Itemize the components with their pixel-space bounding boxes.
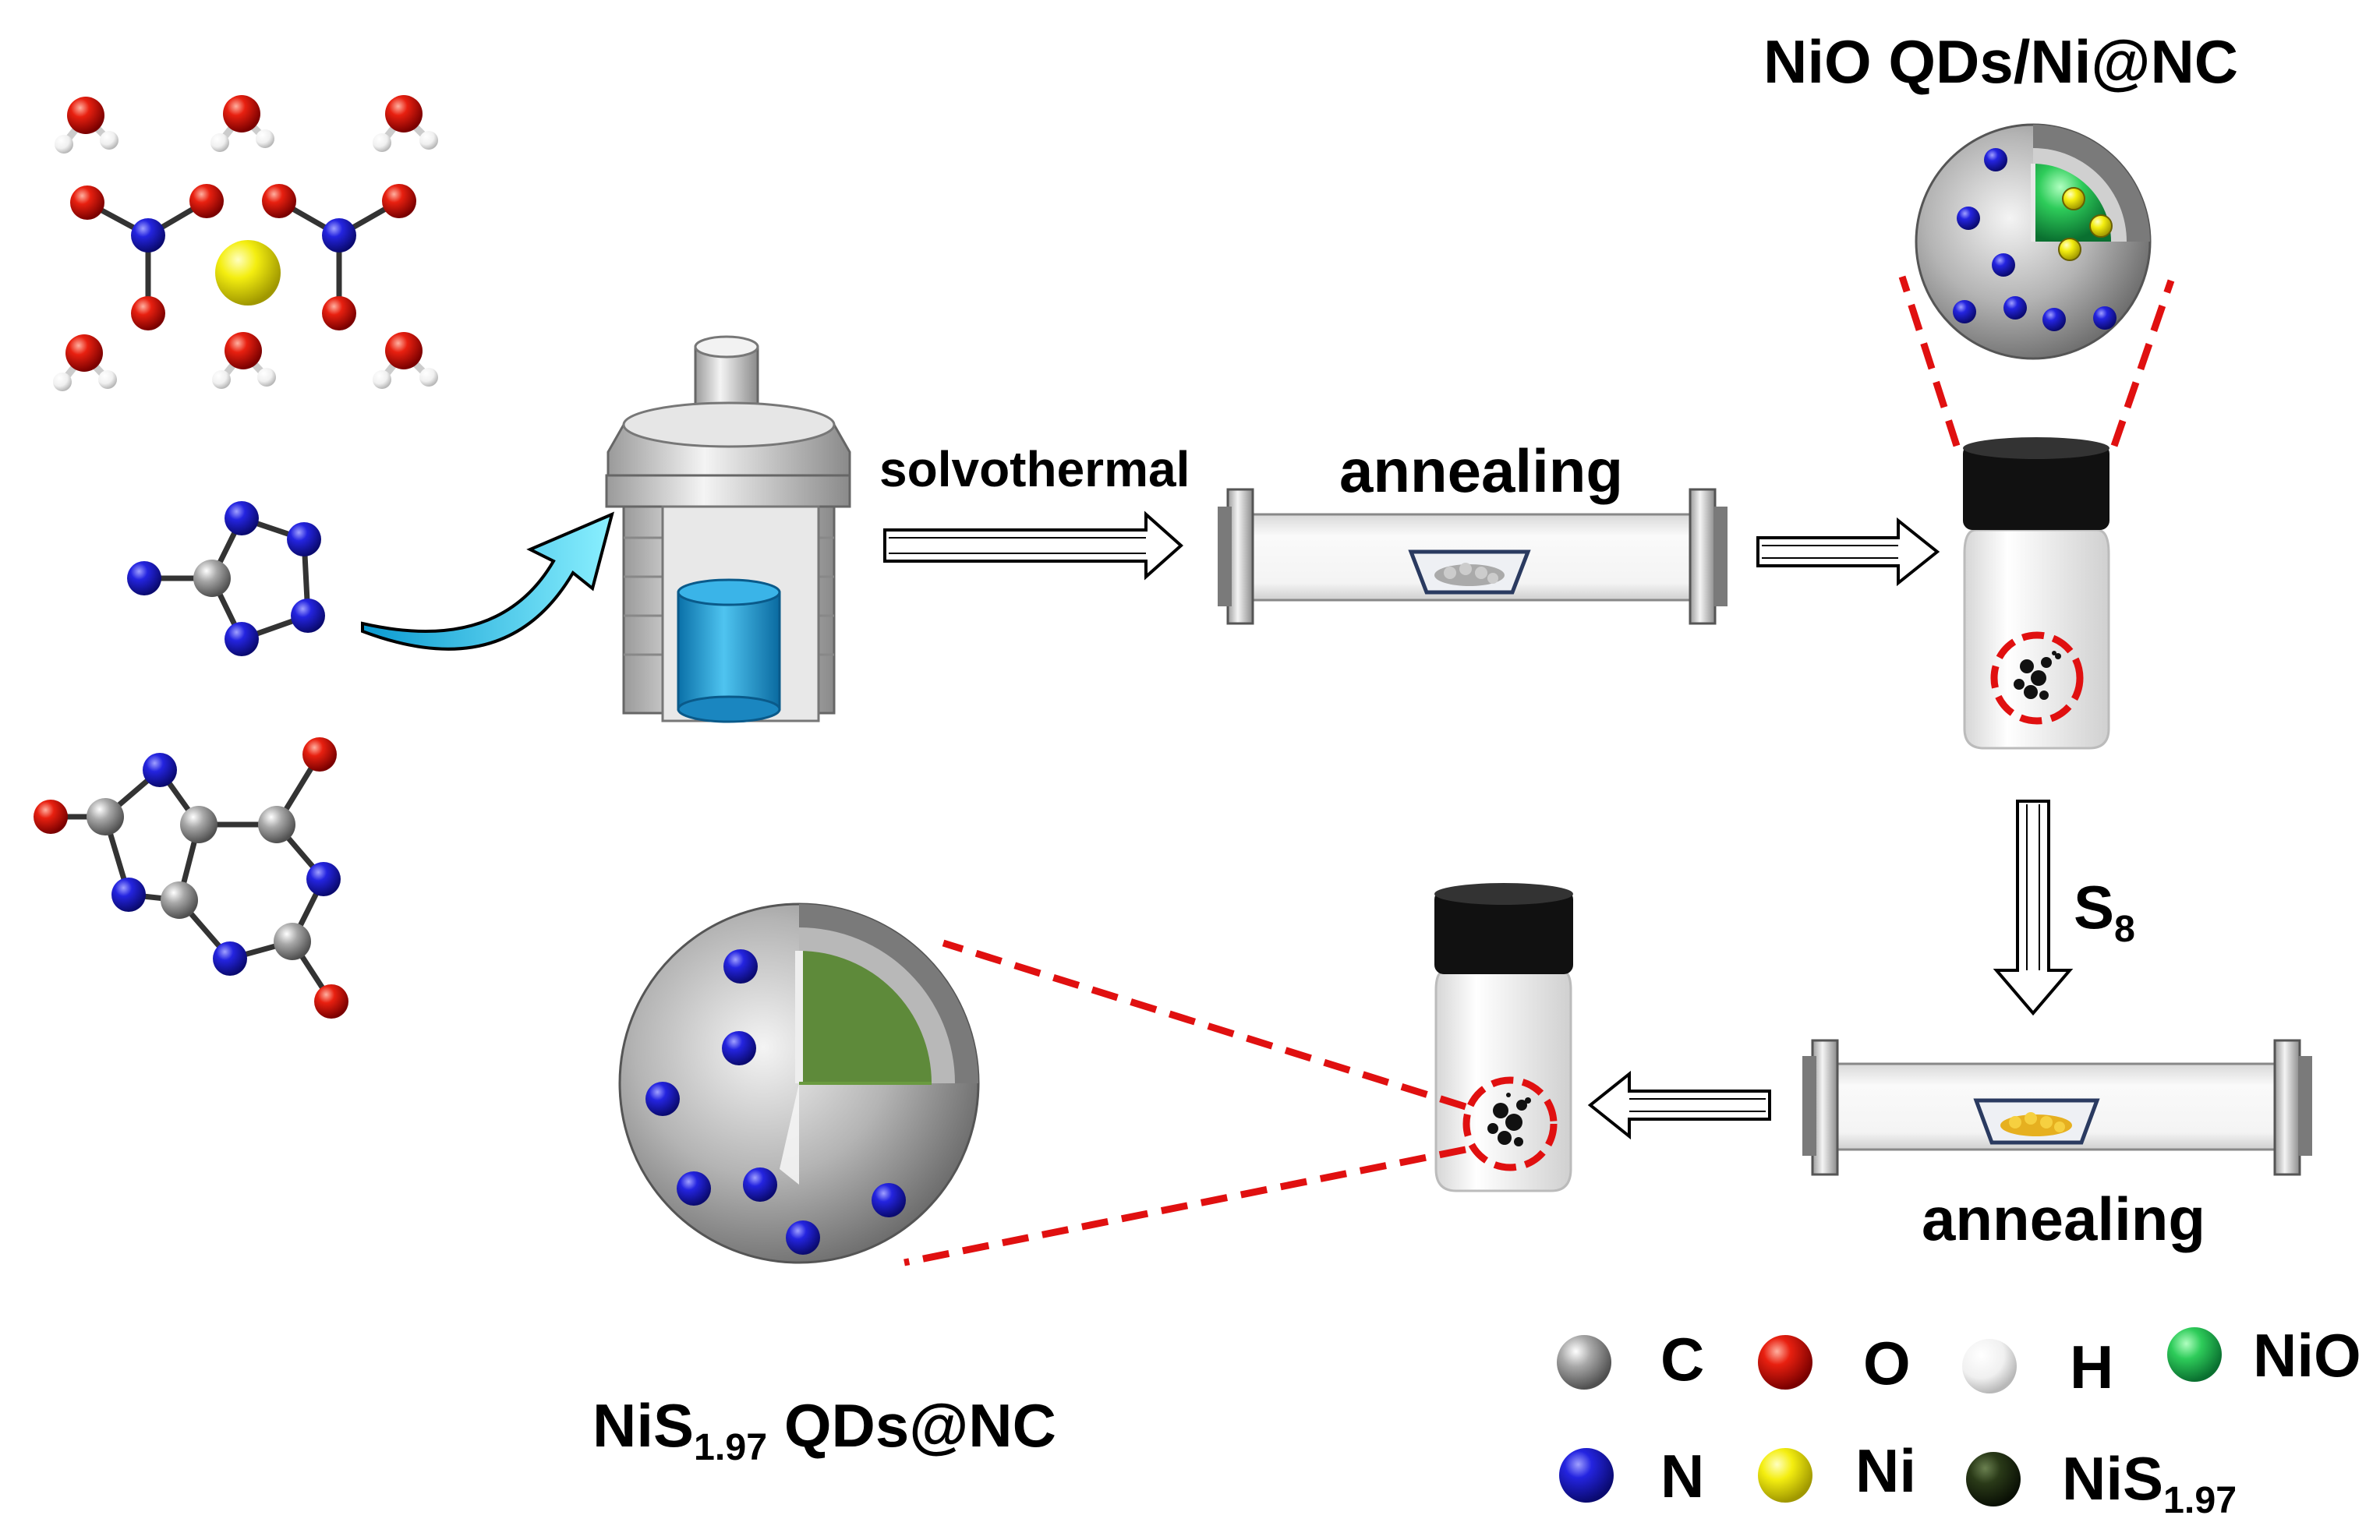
legend-swatch-n [1559, 1448, 1614, 1503]
legend-label-h: H [2070, 1333, 2114, 1401]
nio-qds-ni-nc-sphere [1915, 123, 2152, 360]
autoclave-icon [605, 335, 851, 723]
annealing-label-2: annealing [1922, 1185, 2206, 1253]
vial-2 [1434, 883, 1573, 1192]
water-molecule [373, 332, 438, 389]
vial-1 [1963, 437, 2110, 750]
nitrate-ion-left [70, 184, 224, 330]
legend-nis-main: NiS [2062, 1444, 2164, 1513]
hollow-arrow-down [1993, 800, 2074, 1016]
legend-swatch-nio [2167, 1327, 2222, 1382]
water-molecule [373, 95, 438, 152]
nickel-ion [215, 240, 281, 306]
vial-cap [1963, 444, 2109, 530]
legend-label-c: C [1660, 1325, 1705, 1393]
hollow-arrow-left [1587, 1070, 1771, 1140]
legend-swatch-c [1557, 1335, 1611, 1390]
curved-arrow-icon [361, 511, 614, 651]
legend-swatch-ni [1758, 1448, 1812, 1503]
fused-ring-atoms [34, 737, 348, 1019]
tube-furnace-1 [1218, 488, 1728, 625]
s8-main: S [2074, 873, 2115, 941]
fused-ring-molecule [51, 753, 334, 1003]
nickel-nitrate-hydrate-molecule [53, 95, 438, 391]
legend-swatch-o [1758, 1335, 1812, 1390]
vial-cap [1434, 890, 1573, 974]
legend-label-o: O [1863, 1329, 1911, 1397]
water-molecule [212, 332, 276, 389]
s8-subscript: 8 [2114, 907, 2135, 950]
product-suffix: QDs@NC [767, 1391, 1056, 1460]
nio-qds-ni-nc-label: NiO QDs/Ni@NC [1763, 27, 2239, 96]
legend-nis-subscript: 1.97 [2163, 1478, 2237, 1521]
nitrate-ion-right [262, 184, 416, 330]
legend-label-ni: Ni [1855, 1436, 1916, 1505]
hollow-arrow-right-2 [1756, 517, 1940, 587]
tube-furnace-2 [1802, 1039, 2312, 1176]
water-molecule [55, 97, 118, 154]
s8-label: S8 [2074, 877, 2135, 948]
water-molecule [53, 334, 117, 391]
tetrazole-molecule [127, 501, 325, 656]
legend-swatch-h [1962, 1339, 2017, 1393]
legend-swatches [1557, 1327, 2222, 1506]
legend-swatch-nis [1966, 1452, 2021, 1506]
legend-label-nis: NiS1.97 [2062, 1448, 2237, 1519]
annealing-label-1: annealing [1339, 436, 1624, 505]
hollow-arrow-right-1 [883, 510, 1184, 581]
solvothermal-label: solvothermal [879, 441, 1190, 497]
product-main: NiS [592, 1391, 695, 1460]
nis-qds-nc-label: NiS1.97 QDs@NC [592, 1395, 1056, 1466]
water-molecule [210, 95, 274, 152]
product-subscript: 1.97 [694, 1425, 768, 1468]
nis-qds-nc-sphere [618, 902, 980, 1264]
legend-label-n: N [1660, 1442, 1705, 1510]
legend-label-nio: NiO [2253, 1321, 2361, 1390]
